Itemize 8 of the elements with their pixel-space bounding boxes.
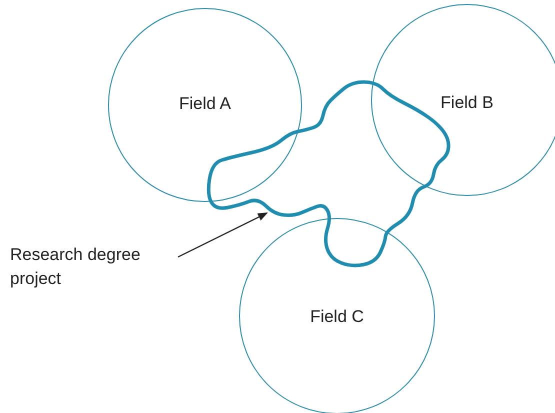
field-label: Field A <box>178 94 232 114</box>
field-label: Field C <box>309 307 365 327</box>
field-circle <box>239 218 435 413</box>
field-circle <box>371 4 555 196</box>
field-circle <box>108 8 302 202</box>
leader-line <box>178 212 268 258</box>
field-label: Field B <box>440 93 494 113</box>
callout-text: Research degree project <box>10 243 185 291</box>
